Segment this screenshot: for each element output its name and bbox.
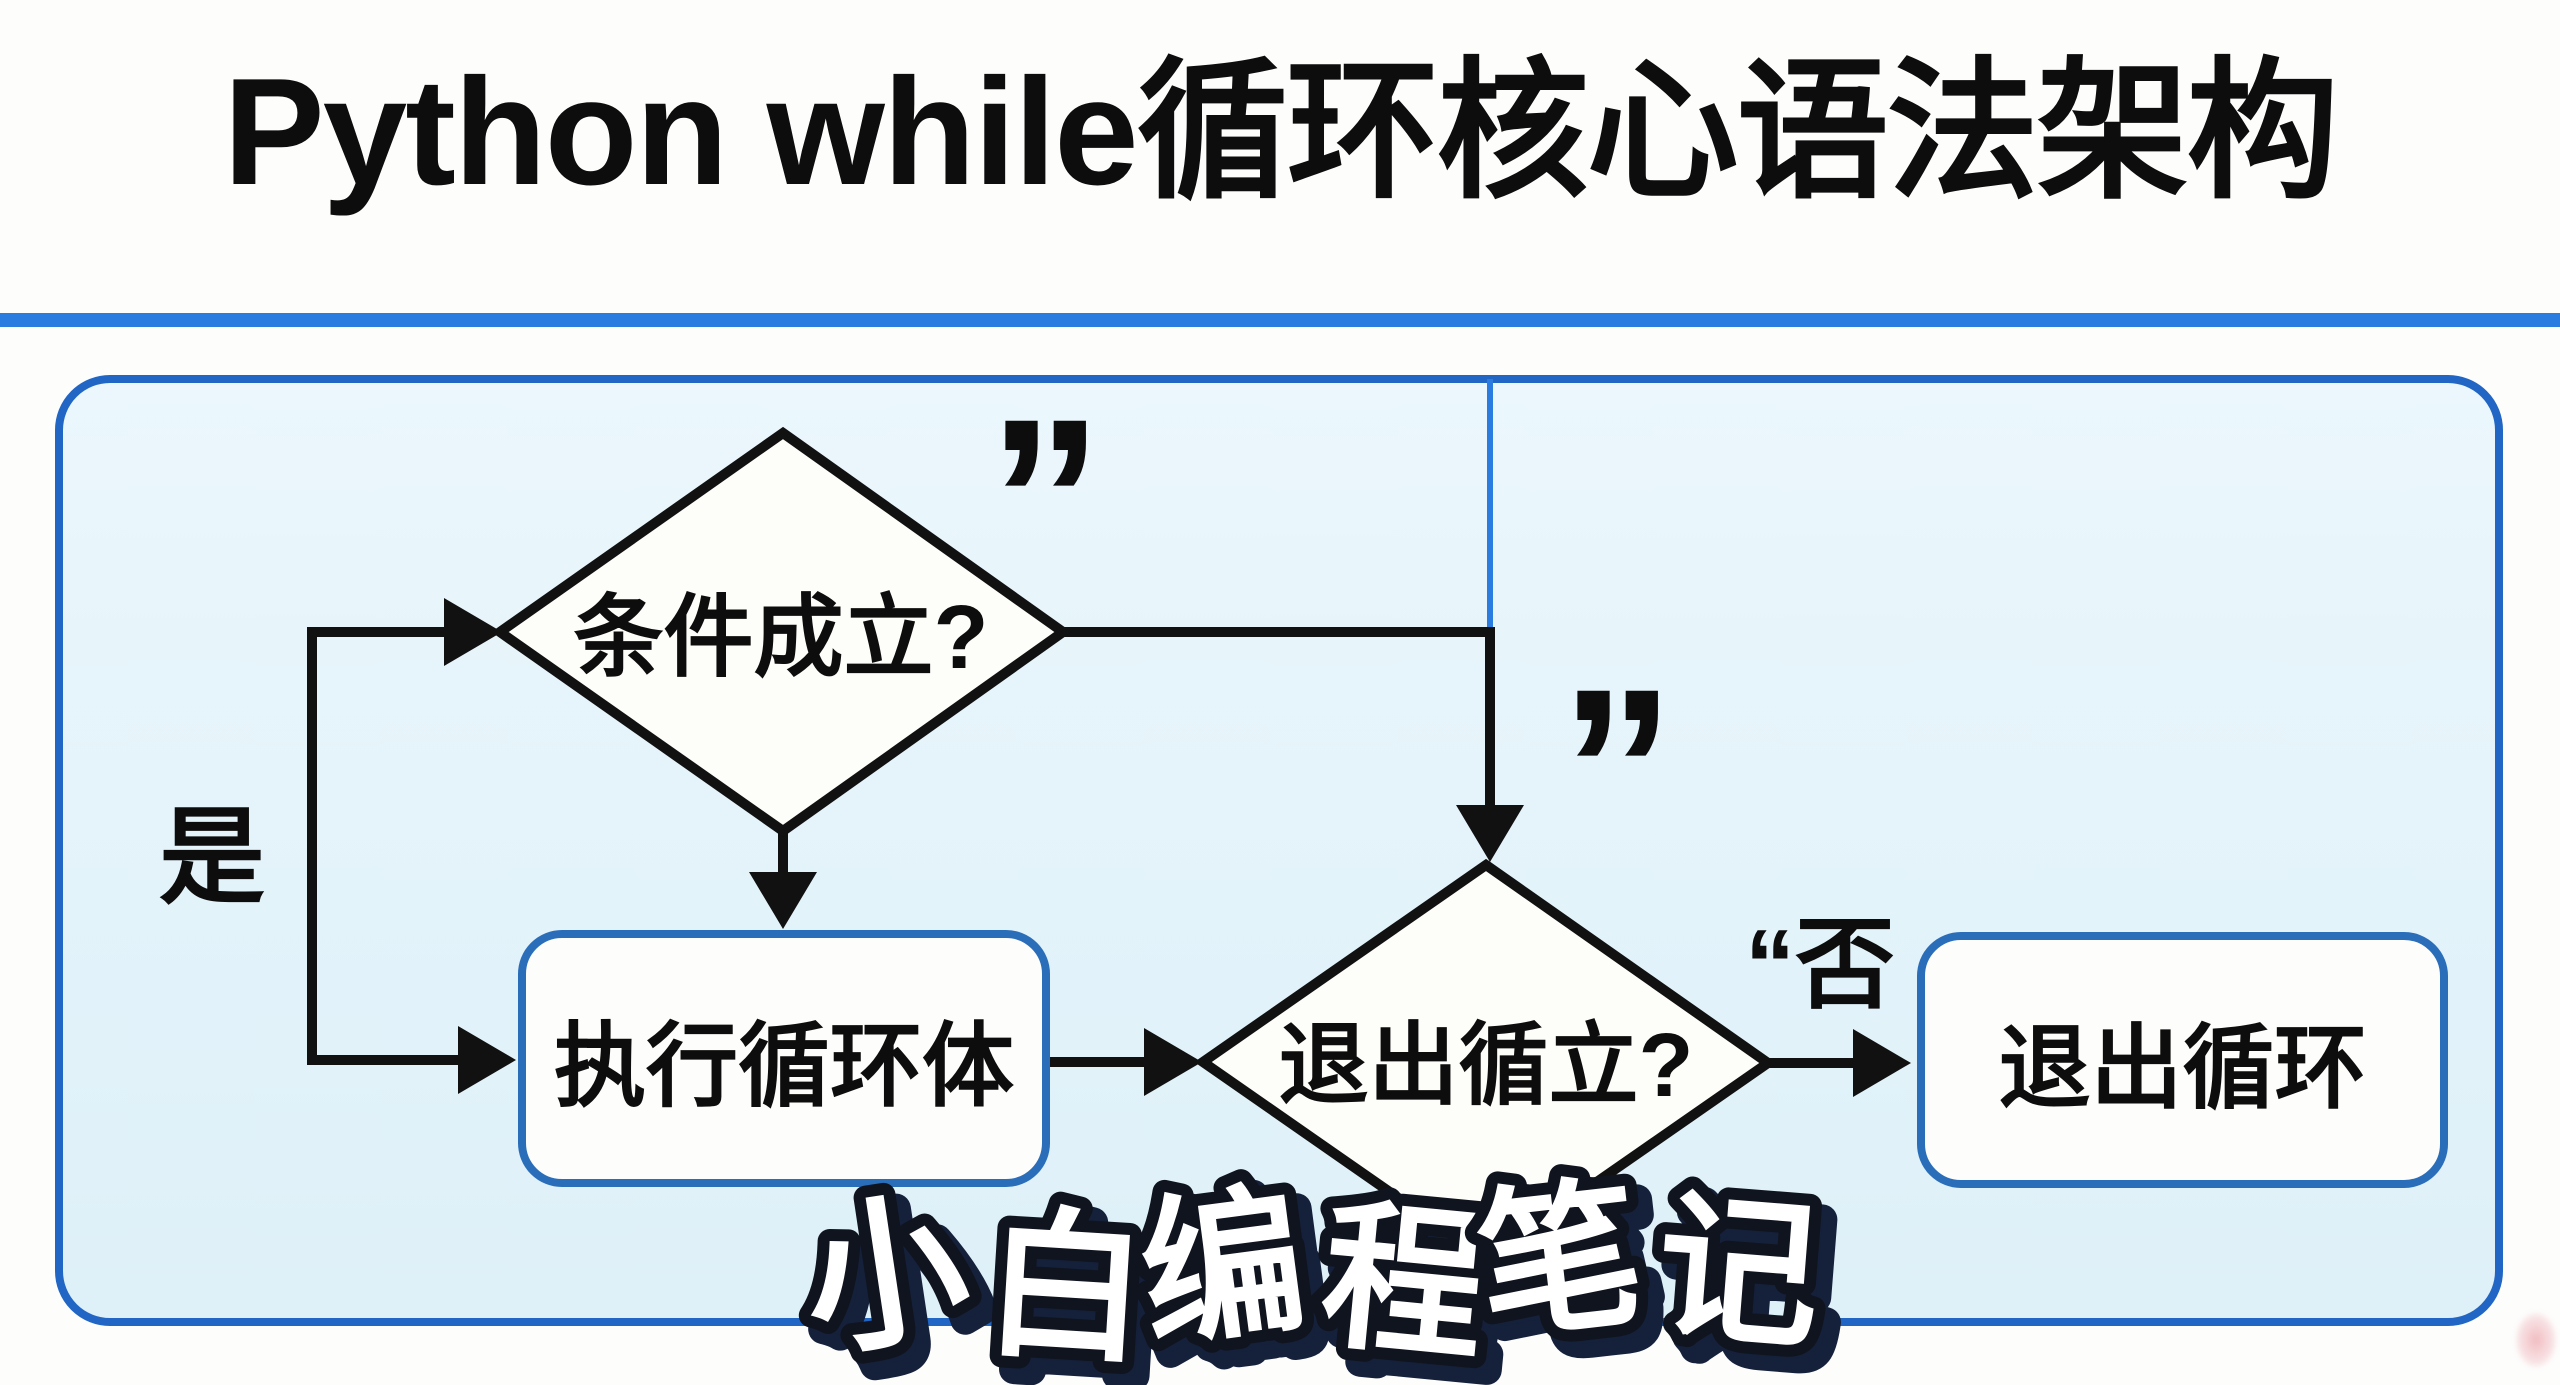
page-title: Python while循环核心语法架构 (223, 47, 2338, 217)
arrowhead-into-condition (444, 598, 502, 666)
no-label: “否 (1745, 909, 1895, 1021)
arrowhead-into-loop-body-left (458, 1026, 516, 1094)
exit-box: 退出循环 (1917, 932, 2448, 1188)
corner-smudge (2515, 1312, 2557, 1368)
condition-chain-connector (1063, 627, 1495, 808)
yes-label: 是 (159, 799, 265, 917)
loop-body-box: 执行循环体 (518, 930, 1050, 1187)
quote-mark-middle: ” (1560, 641, 1675, 898)
exit-check-diamond-label: 退出循立? (1278, 1016, 1694, 1116)
arrowhead-into-loop-body-top (749, 872, 817, 929)
arrowhead-into-exit-check (1456, 805, 1524, 862)
condition-diamond (491, 426, 1072, 838)
title-divider (0, 313, 2560, 327)
loop-back-connector (307, 627, 460, 1065)
exit-check-diamond (1194, 858, 1777, 1266)
exit-box-label: 退出循环 (1998, 1017, 2367, 1120)
condition-diamond-label: 条件成立? (573, 588, 989, 688)
arrowhead-into-exit-check-left (1144, 1028, 1202, 1096)
quote-mark-top: ” (988, 371, 1103, 628)
arrowhead-into-exit-box (1853, 1029, 1911, 1097)
loop-body-label: 执行循环体 (553, 1016, 1014, 1118)
